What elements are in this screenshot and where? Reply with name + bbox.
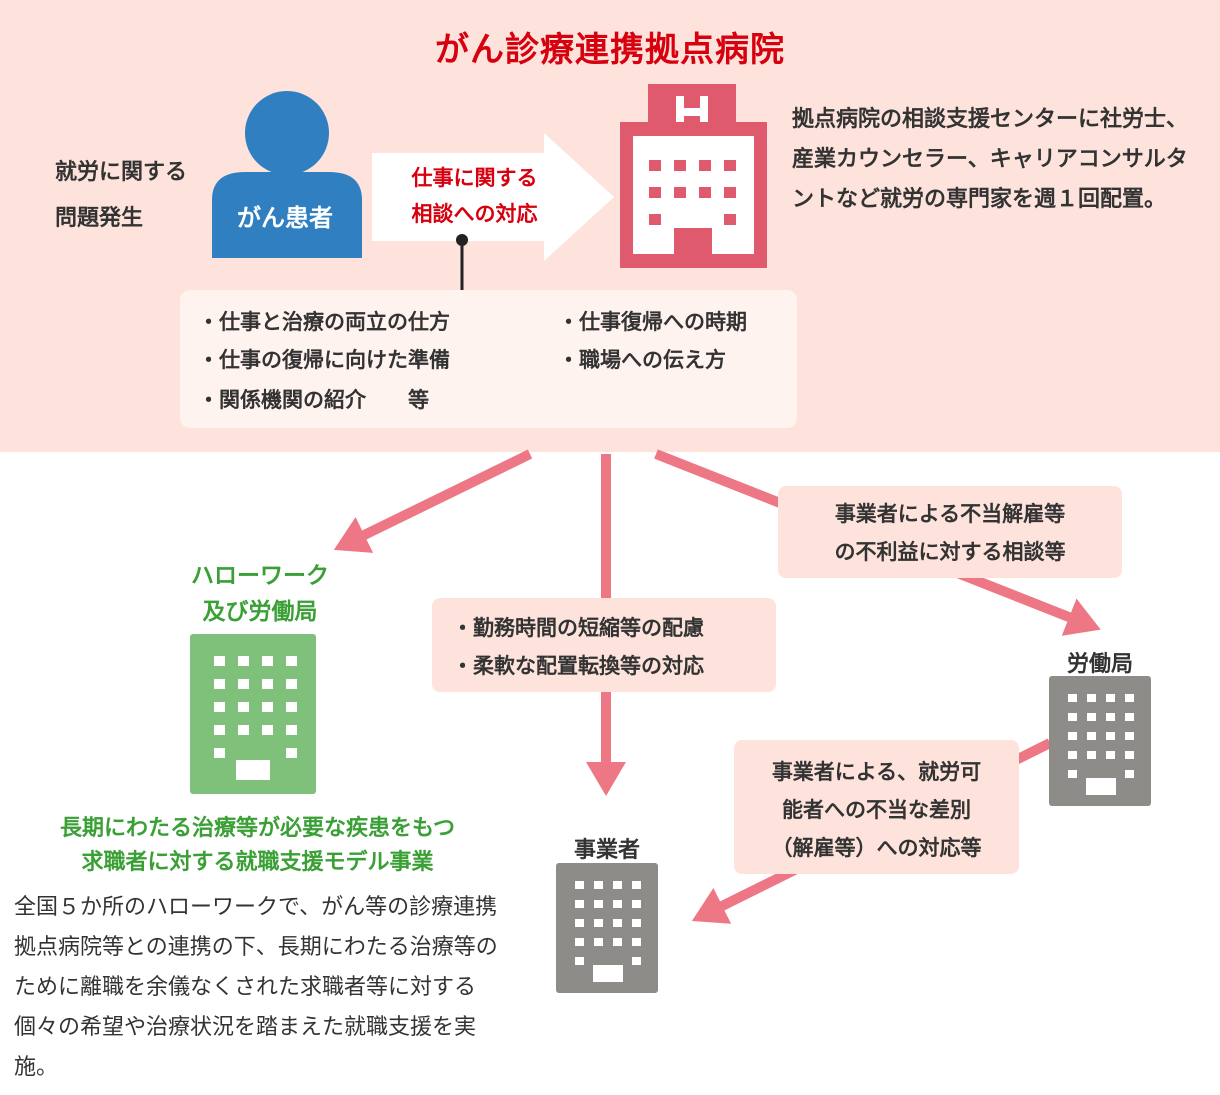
issue-line-2: 問題発生: [55, 206, 144, 231]
unfair-dismissal-box: 事業者による不当解雇等 の不利益に対する相談等: [778, 486, 1122, 578]
consult-label: 仕事に関する 相談への対応: [372, 160, 577, 232]
discrim-line-1: 事業者による、就労可: [771, 760, 982, 784]
patient-label: がん患者: [237, 204, 333, 232]
hellowork-label-line-1: ハローワーク: [191, 563, 329, 589]
topic-item: ・仕事の復帰に向けた準備: [198, 348, 450, 372]
model-title-line-1: 長期にわたる治療等が必要な疾患をもつ: [59, 816, 456, 841]
hospital-building-icon: [620, 84, 767, 268]
consult-label-line-2: 相談への対応: [411, 202, 538, 226]
model-project-description: 全国５か所のハローワークで、がん等の診療連携拠点病院等との連携の下、長期にわたる…: [14, 895, 498, 1080]
worktime-consideration-box: ・勤務時間の短縮等の配慮 ・柔軟な配置転換等の対応: [432, 598, 776, 692]
consult-topics-box: ・仕事と治療の両立の仕方 ・仕事復帰への時期 ・仕事の復帰に向けた準備 ・職場へ…: [180, 290, 797, 428]
page-title: がん診療連携拠点病院: [435, 30, 785, 70]
labor-bureau-label: 労働局: [1066, 652, 1133, 677]
issue-text: 就労に関する 問題発生: [55, 150, 187, 242]
consult-label-line-1: 仕事に関する: [411, 166, 538, 190]
hellowork-building-icon: [190, 634, 316, 794]
topic-item: ・関係機関の紹介 等: [198, 388, 429, 412]
hellowork-label-line-2: 及び労働局: [202, 599, 318, 625]
consult-arrow: [372, 133, 614, 261]
unfair-line-2: の不利益に対する相談等: [834, 540, 1066, 564]
consult-connector: [456, 234, 468, 290]
discrim-line-3: （解雇等）への対応等: [771, 836, 982, 860]
worktime-line-1: ・勤務時間の短縮等の配慮: [452, 616, 704, 640]
topic-item: ・仕事復帰への時期: [558, 310, 747, 334]
topic-item: ・職場への伝え方: [558, 348, 726, 372]
discrim-line-2: 能者への不当な差別: [782, 798, 971, 822]
worktime-line-2: ・柔軟な配置転換等の対応: [452, 654, 704, 678]
hospital-description: 拠点病院の相談支援センターに社労士、産業カウンセラー、キャリアコンサルタントなど…: [792, 107, 1189, 212]
model-title-line-2: 求職者に対する就職支援モデル事業: [81, 850, 434, 875]
employer-building-icon: [556, 863, 658, 993]
patient-person-icon: [212, 91, 362, 258]
arrow-to-hellowork: [333, 449, 533, 553]
labor-bureau-building-icon: [1049, 676, 1151, 806]
hellowork-label: ハローワーク 及び労働局: [150, 558, 370, 630]
topic-item: ・仕事と治療の両立の仕方: [198, 310, 450, 334]
issue-line-1: 就労に関する: [55, 160, 188, 185]
employer-label: 事業者: [573, 838, 640, 863]
model-project-title: 長期にわたる治療等が必要な疾患をもつ 求職者に対する就職支援モデル事業: [0, 812, 515, 880]
unfair-line-1: 事業者による不当解雇等: [834, 502, 1066, 526]
discrimination-box: 事業者による、就労可 能者への不当な差別 （解雇等）への対応等: [734, 740, 1019, 874]
